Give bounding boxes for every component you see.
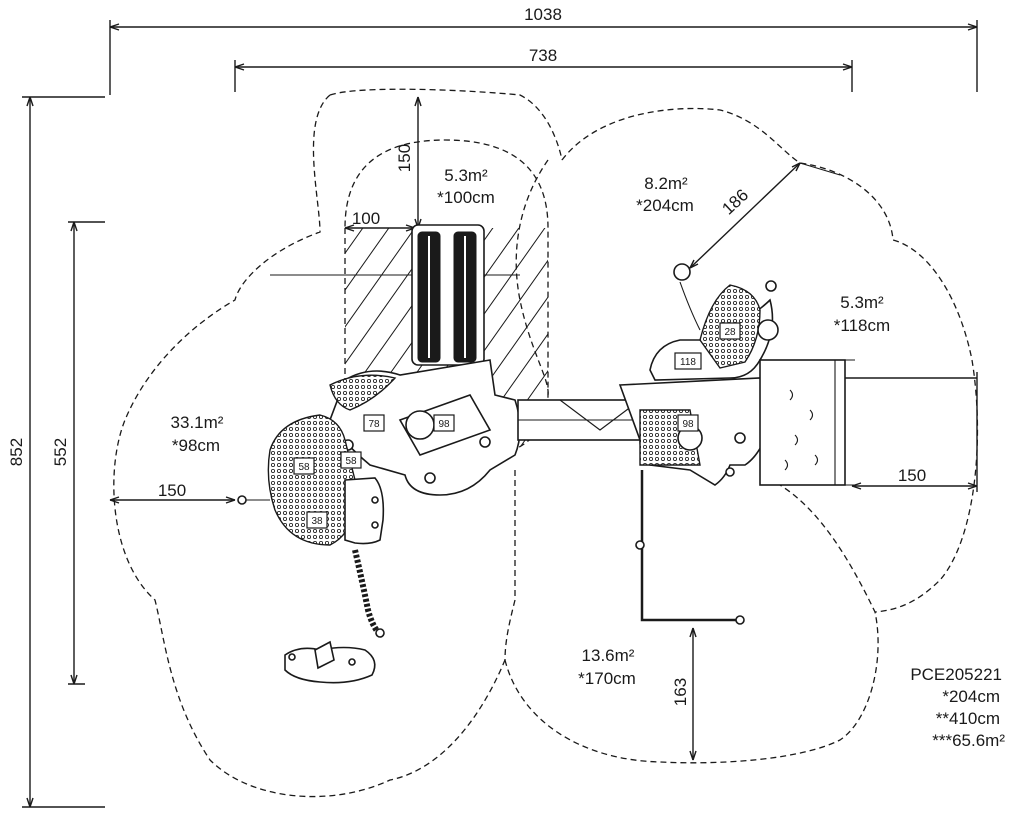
zone-outline-left (113, 94, 506, 798)
twin-slide (411, 224, 485, 366)
zone-bottom-height: *170cm (578, 669, 636, 688)
height-badge: 58 (340, 451, 362, 469)
product-total-height: **410cm (936, 709, 1000, 728)
height-badge: 28 (719, 322, 741, 340)
zone-outline-right (561, 107, 979, 613)
zone-top-right-height: *204cm (636, 196, 694, 215)
height-badge: 38 (306, 511, 328, 529)
zone-label-left: 33.1m² *98cm (171, 413, 224, 455)
dimension-diagonal: 186 (689, 162, 801, 269)
height-badge-label: 58 (345, 456, 357, 467)
zone-label-top-right: 8.2m² *204cm (636, 174, 694, 215)
height-badges: 78 98 58 58 38 28 118 98 (293, 322, 741, 529)
dimension-overall-height: 852 (7, 96, 105, 808)
dimension-inner-width: 738 (234, 46, 853, 92)
height-badge-label: 118 (680, 357, 696, 368)
dimension-slide-top: 150 (395, 96, 422, 229)
bottom-clearance-label: 163 (671, 678, 690, 706)
height-badge: 118 (674, 352, 702, 370)
zone-left-height: *98cm (172, 436, 220, 455)
height-badge: 98 (433, 414, 455, 432)
zone-label-right: 5.3m² *118cm (834, 293, 890, 335)
right-roof-tower (649, 263, 779, 381)
zone-label-bottom: 13.6m² *170cm (578, 646, 636, 688)
zone-top-right-area: 8.2m² (644, 174, 688, 193)
chain-climber (352, 549, 385, 638)
overall-width-label: 1038 (524, 5, 562, 24)
connecting-bridge (517, 399, 649, 441)
zone-left-area: 33.1m² (171, 413, 224, 432)
dimension-inner-height: 552 (51, 221, 105, 685)
zone-slide-area: 5.3m² (444, 166, 488, 185)
overall-height-label: 852 (7, 438, 26, 466)
fence-rail (635, 470, 745, 625)
climbing-wall-right (759, 359, 855, 486)
height-badge-label: 98 (682, 419, 694, 430)
zone-bottom-area: 13.6m² (582, 646, 635, 665)
left-clearance-label: 150 (158, 481, 186, 500)
height-badge-label: 78 (368, 419, 380, 430)
height-badge: 58 (293, 457, 315, 475)
left-peg-step (237, 495, 270, 505)
dimension-left-clearance: 150 (109, 481, 236, 504)
dimension-bottom-clearance: 163 (671, 627, 697, 761)
dimension-slide-left: 100 (344, 209, 416, 232)
product-code: PCE205221 (910, 665, 1002, 684)
slide-left-clearance-label: 100 (352, 209, 380, 228)
spring-rider (284, 640, 376, 684)
inner-width-label: 738 (529, 46, 557, 65)
right-clearance-label: 150 (898, 466, 926, 485)
dimension-overall-width: 1038 (109, 5, 978, 95)
product-area: ***65.6m² (932, 731, 1005, 750)
zone-outline-center (504, 470, 516, 661)
zone-right-area: 5.3m² (840, 293, 884, 312)
height-badge-label: 38 (311, 516, 323, 527)
product-info-block: PCE205221 *204cm **410cm ***65.6m² (910, 665, 1005, 750)
height-badge: 98 (677, 414, 699, 432)
height-badge-label: 98 (438, 419, 450, 430)
inner-height-label: 552 (51, 438, 70, 466)
product-free-fall-height: *204cm (942, 687, 1000, 706)
zone-right-height: *118cm (834, 316, 890, 335)
zone-outline-slide-top (329, 88, 563, 161)
spring-bridge-handle (344, 477, 385, 545)
height-badge-label: 58 (298, 462, 310, 473)
zone-slide-height: *100cm (437, 188, 495, 207)
height-badge: 78 (363, 414, 385, 432)
zone-label-slide: 5.3m² *100cm (437, 166, 495, 207)
slide-top-clearance-label: 150 (395, 144, 414, 172)
zone-outline-inner-slide (515, 159, 549, 396)
zone-outline-bottom (504, 469, 879, 764)
height-badge-label: 28 (724, 327, 736, 338)
